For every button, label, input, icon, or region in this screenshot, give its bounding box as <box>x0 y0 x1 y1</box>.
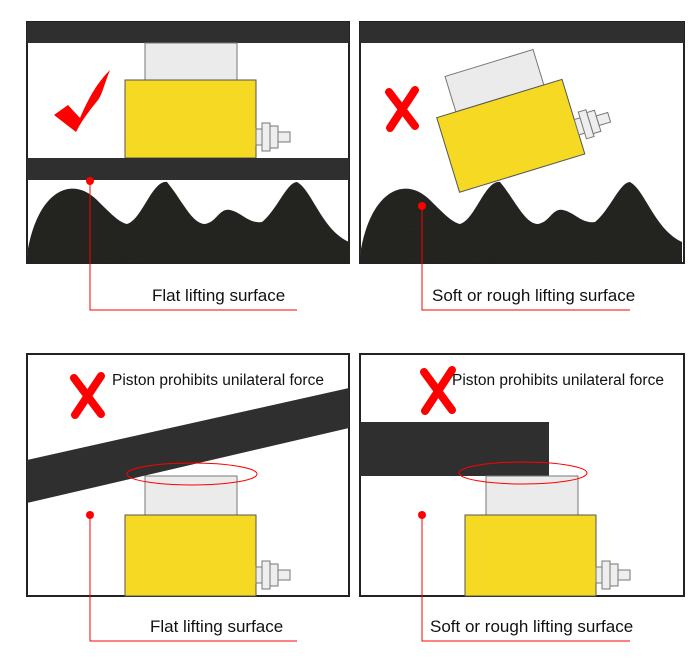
warning-text: Piston prohibits unilateral force <box>112 372 324 389</box>
panel-label: Soft or rough lifting surface <box>430 617 633 636</box>
panel-tilted-load-incorrect: Piston prohibits unilateral force Flat l… <box>26 353 350 642</box>
tilted-beam <box>27 388 349 503</box>
highlight-ellipse <box>458 461 588 485</box>
top-beam <box>27 22 349 43</box>
tilted-jack <box>436 48 614 193</box>
panel-label: Soft or rough lifting surface <box>432 286 635 305</box>
x-icon <box>70 372 105 419</box>
panel-label: Flat lifting surface <box>150 617 283 636</box>
base-plate <box>27 158 349 180</box>
panel-flat-surface-correct: Flat lifting surface <box>26 21 350 311</box>
jack-body <box>124 514 257 597</box>
highlight-ellipse <box>126 462 258 486</box>
piston <box>485 475 579 516</box>
x-icon <box>420 366 456 415</box>
warning-text: Piston prohibits unilateral force <box>452 372 664 389</box>
jack-body <box>124 79 257 159</box>
offset-beam <box>360 422 549 476</box>
piston <box>144 475 238 516</box>
x-icon <box>385 86 419 132</box>
top-beam <box>360 22 684 43</box>
jack-body <box>464 514 597 597</box>
check-icon <box>54 70 110 132</box>
panel-offset-load-incorrect: Piston prohibits unilateral force Soft o… <box>359 353 685 642</box>
piston <box>144 42 238 81</box>
panel-rough-surface-incorrect: Soft or rough lifting surface <box>359 21 685 311</box>
panel-label: Flat lifting surface <box>152 286 285 305</box>
